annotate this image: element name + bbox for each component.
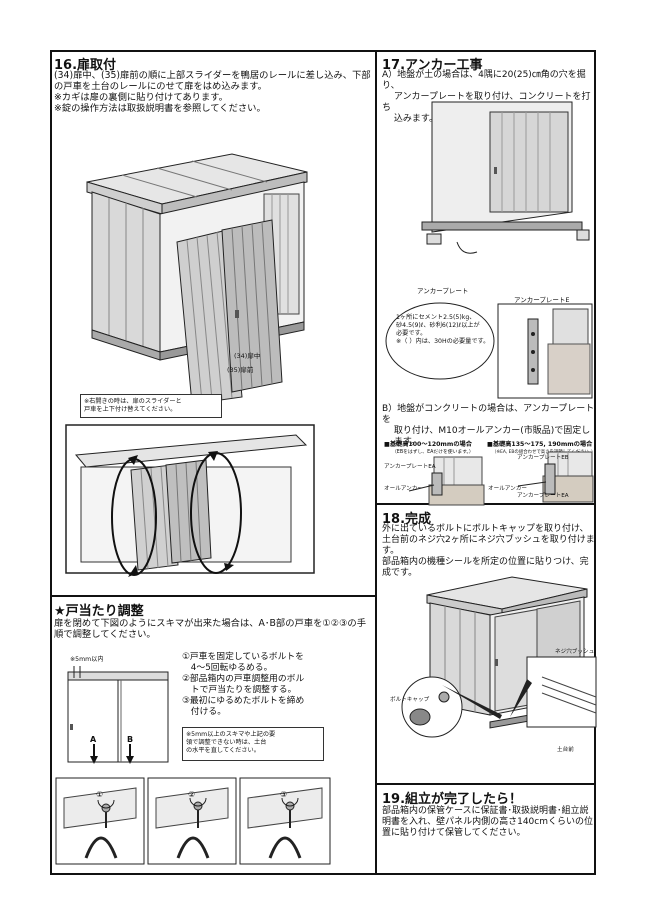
- section-17-title: 17.アンカー工事: [382, 58, 483, 73]
- label-plate-ea-1: アンカープレートEA: [384, 464, 436, 470]
- adjust-steps: ①戸車を固定しているボルトを 4～5回転ゆるめる。 ②部品箱内の戸車調整用のボル…: [182, 652, 305, 717]
- shed-door-illustration: [86, 153, 308, 405]
- instruction-page: 16.扉取付 (34)扉中、(35)扉前の順に上部スライダーを鴨居のレールに差し…: [50, 50, 597, 875]
- step-2-panel: [147, 777, 237, 865]
- label-plate-eb: アンカープレートEB: [517, 455, 569, 461]
- door-gap-diagram: [67, 666, 169, 764]
- adjust-title: ★戸当たり調整: [54, 604, 144, 619]
- label-screw-bush: ネジ穴ブッシュ: [555, 649, 595, 655]
- adjust-body: 扉を閉めて下図のようにスキマが出来た場合は、A･B部の戸車を①②③の手順で調整し…: [54, 618, 366, 640]
- label-b: B: [127, 735, 134, 744]
- case-2-diagram: [517, 451, 594, 503]
- label-all-anchor-1: オールアンカー: [384, 486, 423, 492]
- label-plate-ea-2: アンカープレートEA: [517, 493, 569, 499]
- column-divider: [375, 52, 377, 873]
- section-19-body: 部品箱内の保管ケースに保証書･取扱説明書･組立説明書を入れ、壁パネル内側の高さ1…: [382, 806, 593, 838]
- section-divider-right-2: [377, 783, 596, 785]
- step-1-marker: ①: [96, 790, 104, 799]
- label-anchor-plate-e: アンカープレートE: [514, 296, 570, 304]
- step-3-marker: ③: [280, 790, 288, 799]
- section-17-body-b: B）地盤がコンクリートの場合は、アンカープレートを 取り付け、M10オールアンカ…: [382, 404, 595, 447]
- section-18-body: 外に出ているボルトにボルトキャップを取り付け、土台前のネジ穴2ヶ所にネジ穴ブッシ…: [382, 524, 595, 578]
- door-reversal-detail: [65, 424, 315, 577]
- anchor-soil-illustration: [421, 101, 590, 254]
- label-a: A: [90, 735, 97, 744]
- step-3-panel: [239, 777, 331, 865]
- cement-note: 1ヶ所にセメント2.5(5)kg、 砂4.5(9)ℓ、砂利6(12)ℓ以上が 必…: [396, 314, 490, 345]
- label-door-front: (35)扉前: [227, 366, 254, 374]
- section-divider-left: [52, 595, 375, 597]
- section-18-title: 18.完成: [382, 512, 432, 527]
- step-2-marker: ②: [188, 790, 196, 799]
- anchor-plate-e-detail: [497, 303, 593, 399]
- cement-callout: [385, 302, 495, 380]
- case-2-sub: （※EA, EBの組合わせで高さを調節してください。）: [492, 450, 596, 455]
- label-door-middle: (34)扉中: [234, 352, 261, 360]
- right-opening-note-box: ※右開きの時は、扉のスライダーと 戸車を上下付け替えてください。: [80, 394, 222, 418]
- step-1-panel: [55, 777, 145, 865]
- right-opening-note: ※右開きの時は、扉のスライダーと 戸車を上下付け替えてください。: [84, 398, 182, 413]
- label-base-front: 土台前: [557, 747, 574, 753]
- section-16-title: 16.扉取付: [54, 58, 117, 73]
- label-bolt-cap: ボルトキャップ: [390, 697, 430, 703]
- adjust-note-box: ※5mm以上のスキマや上記の要 領で調整できない時は、土台 の水平を直してくださ…: [182, 727, 324, 761]
- section-19-title: 19.組立が完了したら！: [382, 792, 523, 807]
- case-1-title: ■基礎高100～120mmの場合: [384, 441, 472, 448]
- section-16-body: (34)扉中、(35)扉前の順に上部スライダーを鴨居のレールに差し込み、下部の戸…: [54, 70, 371, 114]
- case-1-diagram: [408, 456, 485, 506]
- label-all-anchor-2: オールアンカー: [488, 486, 527, 492]
- section-divider-right-1: [377, 503, 596, 505]
- adjust-note: ※5mm以上のスキマや上記の要 領で調整できない時は、土台 の水平を直してくださ…: [186, 731, 276, 754]
- case-2-title: ■基礎高135～175, 190mmの場合: [487, 441, 593, 448]
- gap-label: ※5mm以内: [70, 656, 104, 663]
- label-anchor-plate: アンカープレート: [417, 287, 469, 295]
- completed-shed-illustration: [401, 576, 597, 738]
- case-1-sub: （EBをはずし、EAだけを使います。）: [392, 450, 474, 455]
